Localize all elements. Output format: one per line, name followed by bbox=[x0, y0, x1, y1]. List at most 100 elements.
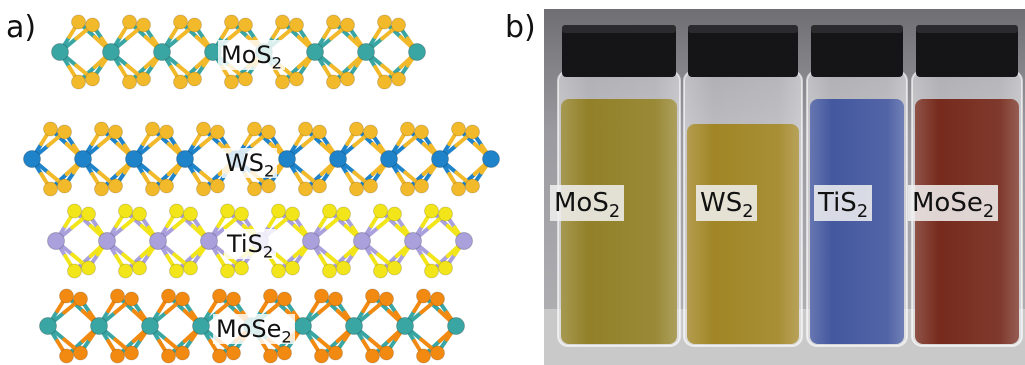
chalcogen-atom bbox=[328, 345, 343, 361]
chalcogen-atom bbox=[210, 178, 225, 194]
chalcogen-atom bbox=[322, 203, 337, 219]
chalcogen-atom bbox=[314, 288, 329, 304]
vial bbox=[911, 25, 1023, 347]
panel-a-label: a) bbox=[6, 10, 37, 45]
metal-atom bbox=[200, 232, 218, 250]
chalcogen-atom bbox=[196, 121, 211, 137]
chalcogen-atom bbox=[328, 291, 343, 307]
metal-atom bbox=[302, 232, 320, 250]
chalcogen-atom bbox=[349, 181, 364, 197]
chalcogen-atom bbox=[73, 345, 88, 361]
chalcogen-atom bbox=[430, 345, 445, 361]
chalcogen-atom bbox=[387, 206, 402, 222]
metal-atom bbox=[278, 150, 296, 168]
chalcogen-atom bbox=[173, 74, 188, 90]
chalcogen-atom bbox=[212, 288, 227, 304]
chalcogen-atom bbox=[71, 74, 86, 90]
chalcogen-atom bbox=[314, 348, 329, 364]
structure-label-ws2: WS2 bbox=[222, 148, 278, 179]
chalcogen-atom bbox=[234, 260, 249, 276]
chalcogen-atom bbox=[261, 124, 276, 140]
chalcogen-atom bbox=[161, 288, 176, 304]
chalcogen-atom bbox=[387, 260, 402, 276]
chalcogen-atom bbox=[465, 178, 480, 194]
metal-atom bbox=[153, 43, 171, 61]
structure-layer bbox=[47, 203, 473, 279]
chalcogen-atom bbox=[277, 345, 292, 361]
chalcogen-atom bbox=[451, 121, 466, 137]
vial-cap bbox=[811, 25, 903, 77]
chalcogen-atom bbox=[340, 17, 355, 33]
metal-atom bbox=[125, 150, 143, 168]
chalcogen-atom bbox=[132, 260, 147, 276]
vial-cap-top bbox=[688, 25, 798, 33]
chalcogen-atom bbox=[124, 291, 139, 307]
metal-atom bbox=[51, 43, 69, 61]
layered-structures-illustration bbox=[23, 14, 500, 364]
chalcogen-atom bbox=[414, 124, 429, 140]
vial bbox=[806, 25, 908, 347]
metal-atom bbox=[294, 317, 312, 335]
chalcogen-atom bbox=[210, 124, 225, 140]
chalcogen-atom bbox=[263, 288, 278, 304]
structure-label-tis2: TiS2 bbox=[224, 229, 277, 260]
vial-cap-top bbox=[916, 25, 1018, 33]
chalcogen-atom bbox=[94, 121, 109, 137]
chalcogen-atom bbox=[224, 74, 239, 90]
structure-label-mose2: MoSe2 bbox=[213, 314, 295, 345]
chalcogen-atom bbox=[57, 178, 72, 194]
chalcogen-atom bbox=[430, 291, 445, 307]
chalcogen-atom bbox=[183, 260, 198, 276]
chalcogen-atom bbox=[67, 263, 82, 279]
chalcogen-atom bbox=[43, 181, 58, 197]
chalcogen-atom bbox=[175, 291, 190, 307]
metal-atom bbox=[482, 150, 500, 168]
chalcogen-atom bbox=[416, 348, 431, 364]
metal-atom bbox=[455, 232, 473, 250]
chalcogen-atom bbox=[391, 17, 406, 33]
chalcogen-atom bbox=[424, 203, 439, 219]
chalcogen-atom bbox=[416, 288, 431, 304]
chalcogen-atom bbox=[85, 71, 100, 87]
chalcogen-atom bbox=[275, 14, 290, 30]
chalcogen-atom bbox=[108, 124, 123, 140]
chalcogen-atom bbox=[94, 181, 109, 197]
chalcogen-atom bbox=[122, 14, 137, 30]
chalcogen-atom bbox=[145, 121, 160, 137]
chalcogen-atom bbox=[275, 74, 290, 90]
chalcogen-atom bbox=[414, 178, 429, 194]
chalcogen-atom bbox=[271, 263, 286, 279]
chalcogen-atom bbox=[336, 260, 351, 276]
chalcogen-atom bbox=[169, 263, 184, 279]
structure-label-mos2: MoS2 bbox=[218, 40, 286, 71]
vial-label-mose2: MoSe2 bbox=[908, 185, 999, 221]
vial-label-mos2: MoS2 bbox=[550, 185, 625, 221]
chalcogen-atom bbox=[326, 74, 341, 90]
chalcogen-atom bbox=[298, 181, 313, 197]
chalcogen-atom bbox=[238, 71, 253, 87]
chalcogen-atom bbox=[285, 206, 300, 222]
chalcogen-atom bbox=[173, 14, 188, 30]
chalcogen-atom bbox=[363, 178, 378, 194]
chalcogen-atom bbox=[261, 178, 276, 194]
chalcogen-atom bbox=[340, 71, 355, 87]
chalcogen-atom bbox=[336, 206, 351, 222]
chalcogen-atom bbox=[81, 260, 96, 276]
metal-atom bbox=[74, 150, 92, 168]
chalcogen-atom bbox=[373, 263, 388, 279]
metal-atom bbox=[306, 43, 324, 61]
metal-atom bbox=[329, 150, 347, 168]
chalcogen-atom bbox=[277, 291, 292, 307]
metal-atom bbox=[192, 317, 210, 335]
chalcogen-atom bbox=[85, 17, 100, 33]
chalcogen-atom bbox=[226, 291, 241, 307]
chalcogen-atom bbox=[365, 288, 380, 304]
chalcogen-atom bbox=[108, 178, 123, 194]
chalcogen-atom bbox=[169, 203, 184, 219]
metal-atom bbox=[345, 317, 363, 335]
metal-atom bbox=[357, 43, 375, 61]
chalcogen-atom bbox=[391, 71, 406, 87]
chalcogen-atom bbox=[224, 14, 239, 30]
chalcogen-atom bbox=[438, 260, 453, 276]
chalcogen-atom bbox=[377, 14, 392, 30]
